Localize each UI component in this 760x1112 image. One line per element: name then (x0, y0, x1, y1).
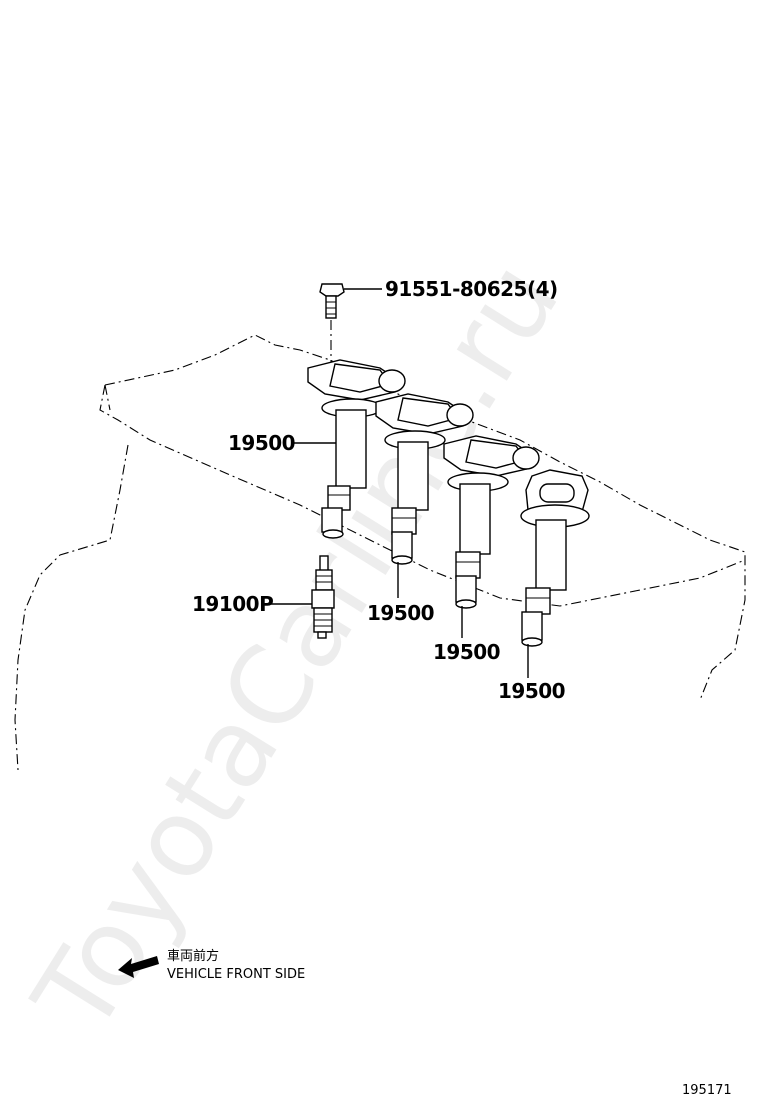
direction-label-jp: 車両前方 (167, 948, 219, 964)
bolt[interactable] (319, 283, 345, 370)
spark-plug[interactable] (311, 555, 335, 639)
coil-3-part-number: 19500 (433, 640, 500, 664)
bolt-part-number: 91551-80625(4) (385, 277, 558, 301)
ignition-coil-2[interactable] (375, 393, 474, 565)
coil-4-part-number: 19500 (498, 679, 565, 703)
ignition-coil-1[interactable] (307, 359, 406, 539)
ignition-coil-4[interactable] (520, 469, 590, 647)
ignition-coil-3[interactable] (443, 435, 540, 609)
figure-number: 195171 (682, 1083, 732, 1098)
spark-plug-part-number: 19100P (192, 592, 273, 616)
direction-label-en: VEHICLE FRONT SIDE (167, 967, 305, 982)
coil-1-part-number: 19500 (228, 431, 295, 455)
cylinder-head-outline (14, 334, 746, 771)
coil-2-part-number: 19500 (367, 601, 434, 625)
front-arrow-icon (118, 956, 159, 978)
